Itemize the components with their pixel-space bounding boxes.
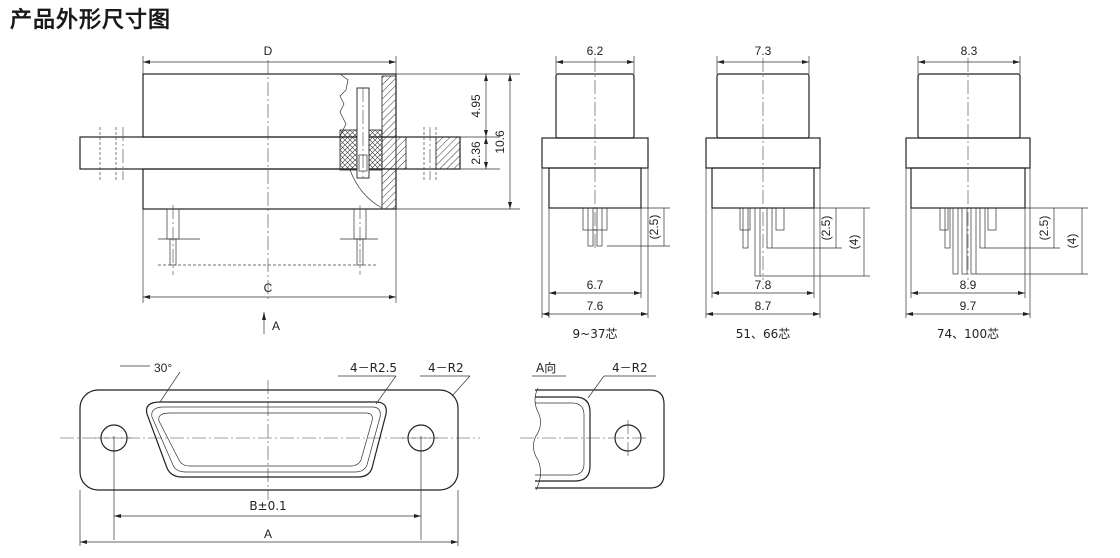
pin-right	[340, 205, 378, 275]
side1-top-dim: 6.2	[587, 44, 604, 58]
side3-top-dim: 8.3	[961, 44, 978, 58]
side2-bottom-dim: 8.7	[755, 299, 772, 313]
r2-label: 4－R2	[428, 361, 464, 375]
side3-caption: 74、100芯	[937, 327, 999, 341]
side3-bottom-dim: 9.7	[960, 299, 977, 313]
r25-label: 4－R2.5	[350, 361, 397, 375]
dim-495-label: 4.95	[469, 94, 483, 118]
front-view: D C A 4.95 2.36 10.6	[79, 44, 520, 334]
side3-pin-dim: (2.5)	[1037, 216, 1051, 241]
side2-pin-dim: (2.5)	[819, 216, 833, 241]
dim-106-label: 10.6	[493, 130, 507, 154]
side1-caption: 9~37芯	[573, 327, 618, 341]
page-title: 产品外形尺寸图	[10, 8, 172, 33]
dim-c-label: C	[264, 281, 273, 295]
side3-pin2-dim: (4)	[1065, 234, 1079, 249]
side-view-2: 7.3 7.8 8.7 (2.5) (4) 51、66芯	[705, 44, 870, 341]
pin-left	[158, 205, 200, 275]
side2-pin2-dim: (4)	[847, 235, 861, 250]
side2-mid-dim: 7.8	[755, 278, 772, 292]
side2-top-dim: 7.3	[755, 44, 772, 58]
dim-236-label: 2.36	[469, 141, 483, 165]
view-arrow-label: A	[272, 319, 280, 333]
angle-label: 30°	[154, 361, 172, 375]
side-view-3: 8.3 8.9 9.7 (2.5) (4) 74、100芯	[905, 44, 1088, 341]
side2-caption: 51、66芯	[736, 327, 791, 341]
a-view-label: A向	[536, 360, 556, 375]
a-dim-label: A	[264, 527, 272, 541]
a-view-detail: A向 4－R2	[520, 360, 665, 491]
bottom-view: 30° 4－R2.5 4－R2 B±0.1 A	[60, 361, 480, 546]
side1-pin-dim: (2.5)	[647, 215, 661, 240]
b-dim-label: B±0.1	[249, 499, 286, 513]
dim-d-label: D	[264, 44, 273, 58]
side1-mid-dim: 6.7	[587, 278, 604, 292]
side-view-1: 6.2 6.7 7.6 (2.5) 9~37芯	[541, 44, 670, 341]
side1-bottom-dim: 7.6	[587, 299, 604, 313]
a-view-r2-label: 4－R2	[612, 361, 648, 375]
side3-mid-dim: 8.9	[960, 278, 977, 292]
